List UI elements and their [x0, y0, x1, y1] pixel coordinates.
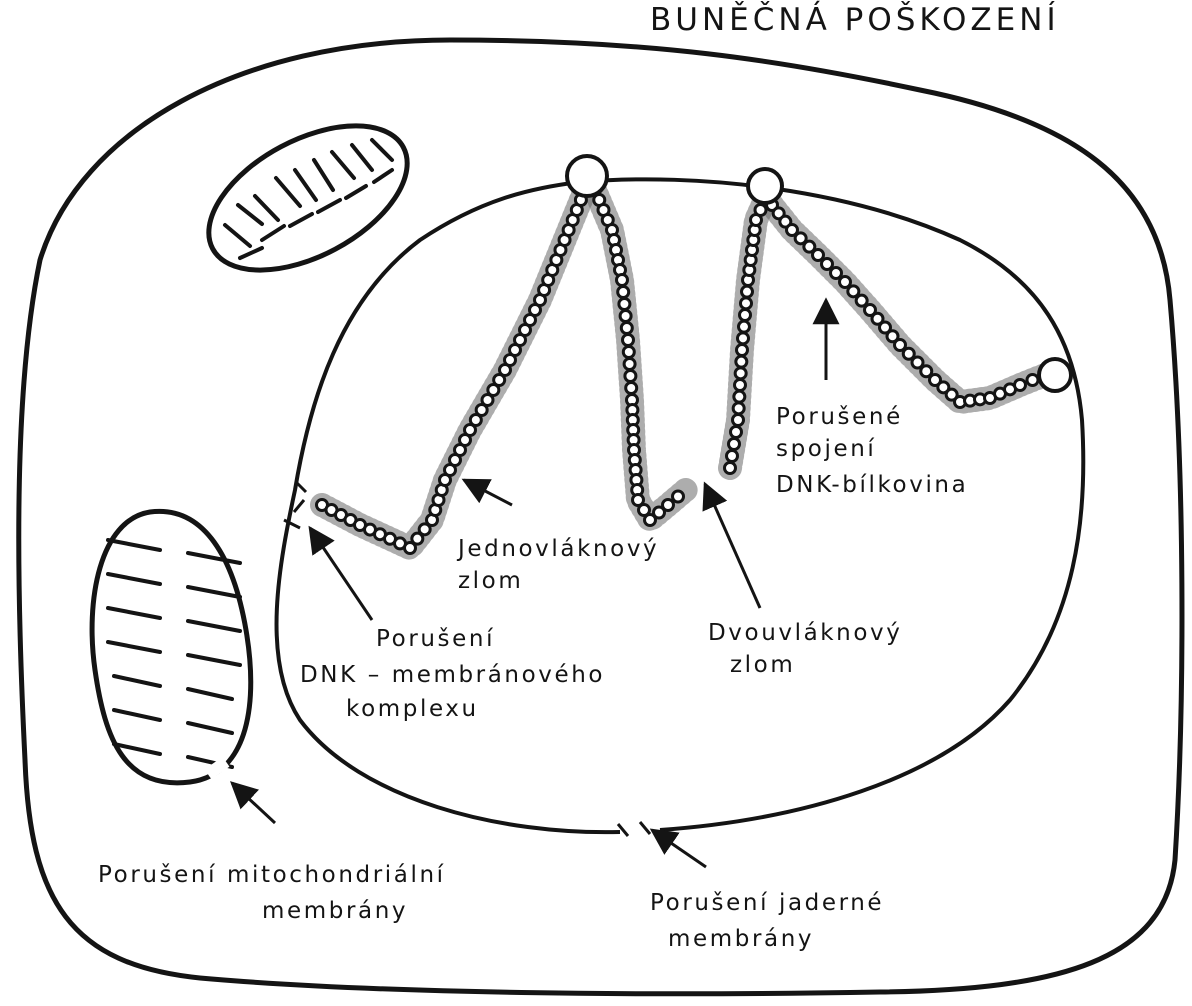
label-dna-protein-link-line1: Porušené [776, 400, 903, 434]
diagram-title: BUNĚČNÁ POŠKOZENÍ [650, 0, 1060, 40]
label-double-strand-break-line1: Dvouvláknový [708, 616, 902, 650]
label-nuclear-membrane-line1: Porušení jaderné [650, 886, 884, 920]
dna-bead [742, 286, 753, 297]
label-dna-membrane-complex-line2: DNK – membránového [300, 658, 605, 692]
dna-bead [618, 287, 629, 298]
dna-bead [734, 391, 745, 402]
arrow-mitochondrial-membrane [232, 783, 275, 823]
crista [188, 621, 240, 631]
dna-bead [831, 268, 842, 279]
dna-bead [856, 295, 867, 306]
label-dna-membrane-complex-line3: komplexu [346, 692, 479, 726]
crista [295, 170, 316, 200]
dna-bead [725, 463, 736, 474]
label-dna-protein-link-line3: DNK-bílkovina [776, 468, 968, 502]
crista [108, 608, 160, 618]
crista [240, 248, 262, 258]
dna-bead [738, 333, 749, 344]
dna-halo-dots [322, 190, 585, 548]
dna-bead [848, 286, 859, 297]
crista [262, 226, 284, 240]
crista [225, 225, 250, 246]
label-nuclear-membrane-line2: membrány [668, 922, 814, 956]
attachment-point-left [567, 156, 607, 196]
dna-bead [617, 275, 628, 286]
attachment-point-right [1039, 359, 1071, 391]
crista [108, 574, 160, 584]
label-single-strand-break-line1: Jednovláknový [458, 532, 659, 566]
dna-bead [739, 321, 750, 332]
dna-bead [619, 299, 630, 310]
dna-bead [1015, 380, 1026, 391]
dna-bead [741, 298, 752, 309]
nuclear-break-mark [618, 822, 650, 836]
arrow-single-strand-break [464, 480, 512, 505]
crista [276, 178, 300, 206]
crista [114, 676, 160, 686]
dna-bead [625, 371, 636, 382]
crista [114, 710, 160, 720]
label-mitochondrial-membrane-line2: membrány [262, 894, 408, 928]
dna-bead [822, 259, 833, 270]
dna-bead [813, 250, 824, 261]
arrow-dna-membrane-complex [310, 528, 372, 620]
crista [332, 152, 354, 178]
dna-bead [620, 311, 631, 322]
dna-bead [663, 500, 674, 511]
dna-bead [735, 380, 746, 391]
crista [290, 214, 312, 226]
dna-bead [621, 323, 632, 334]
crista [188, 553, 240, 563]
crista [108, 642, 160, 652]
crista [188, 587, 240, 597]
dna-bead [731, 427, 742, 438]
dna-bead [735, 368, 746, 379]
dna-bead [729, 439, 740, 450]
crista [238, 205, 262, 224]
dna-bead [624, 359, 635, 370]
dna-bead [755, 205, 766, 216]
dna-bead [727, 451, 738, 462]
crista [255, 196, 278, 220]
dna-bead [1027, 375, 1038, 386]
crista [372, 140, 392, 160]
dna-bead [737, 345, 748, 356]
attachment-point-middle [748, 169, 782, 203]
crista [108, 540, 160, 550]
dna-bead [673, 491, 684, 502]
crista [188, 723, 232, 733]
dna-halo-dots [772, 205, 1045, 402]
mitochondrion-lower [92, 511, 251, 782]
crista [314, 160, 333, 190]
label-dna-membrane-complex-line1: Porušení [376, 622, 495, 656]
crista [188, 689, 232, 699]
mitochondrion-upper [185, 96, 430, 300]
label-double-strand-break-line2: zlom [730, 648, 795, 682]
arrow-double-strand-break [705, 484, 760, 608]
label-single-strand-break-line2: zlom [458, 564, 523, 598]
dna-bead [740, 310, 751, 321]
crista [188, 655, 240, 665]
dna-bead [623, 335, 634, 346]
crista [374, 170, 392, 182]
crista [346, 186, 366, 198]
dna-bead [733, 415, 744, 426]
label-dna-protein-link-line2: spojení [776, 432, 876, 466]
arrow-nuclear-membrane [652, 830, 706, 867]
label-mitochondrial-membrane-line1: Porušení mitochondriální [98, 858, 446, 892]
dna-bead [840, 277, 851, 288]
crista [352, 145, 372, 170]
dna-bead [626, 383, 637, 394]
dna-bead [623, 347, 634, 358]
dna-bead [733, 403, 744, 414]
dna-bead [736, 356, 747, 367]
crista [318, 200, 340, 212]
